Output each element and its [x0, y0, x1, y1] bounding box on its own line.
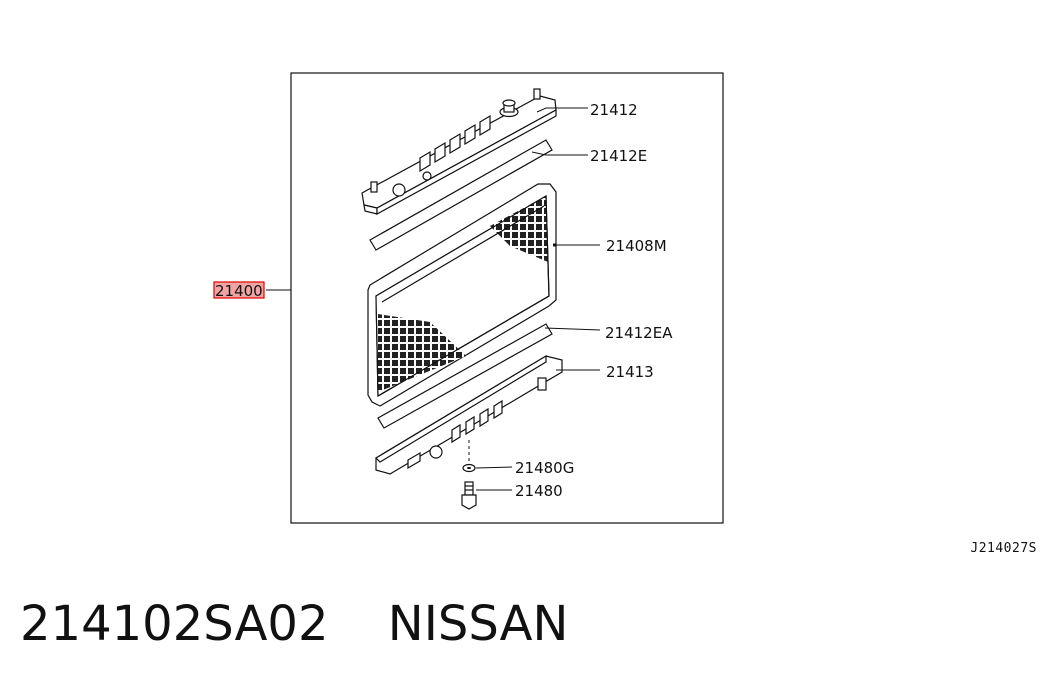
upper-seal-part — [369, 139, 553, 251]
callout-21413[interactable]: 21413 — [606, 363, 654, 381]
brand-name: NISSAN — [387, 596, 569, 652]
diagram-reference-code: J214027S — [970, 541, 1037, 556]
radiator-core-part — [367, 183, 557, 407]
part-number: 214102SA02 — [20, 596, 329, 652]
lower-tank-part — [375, 354, 563, 475]
lower-seal-part — [377, 323, 553, 429]
callout-21480G[interactable]: 21480G — [515, 459, 574, 477]
drain-plug-part — [461, 481, 477, 510]
callout-21480[interactable]: 21480 — [515, 482, 563, 500]
upper-tank-part — [361, 88, 557, 216]
footer-title: 214102SA02 NISSAN — [20, 596, 568, 652]
highlight-box — [213, 281, 265, 299]
leader-lines — [266, 107, 601, 491]
callout-21412[interactable]: 21412 — [590, 101, 638, 119]
callout-21412EA[interactable]: 21412EA — [605, 324, 673, 342]
diagram-frame — [290, 72, 724, 524]
callout-21408M[interactable]: 21408M — [606, 237, 667, 255]
callout-21412E[interactable]: 21412E — [590, 147, 647, 165]
callout-21400[interactable]: 21400 — [215, 282, 263, 300]
